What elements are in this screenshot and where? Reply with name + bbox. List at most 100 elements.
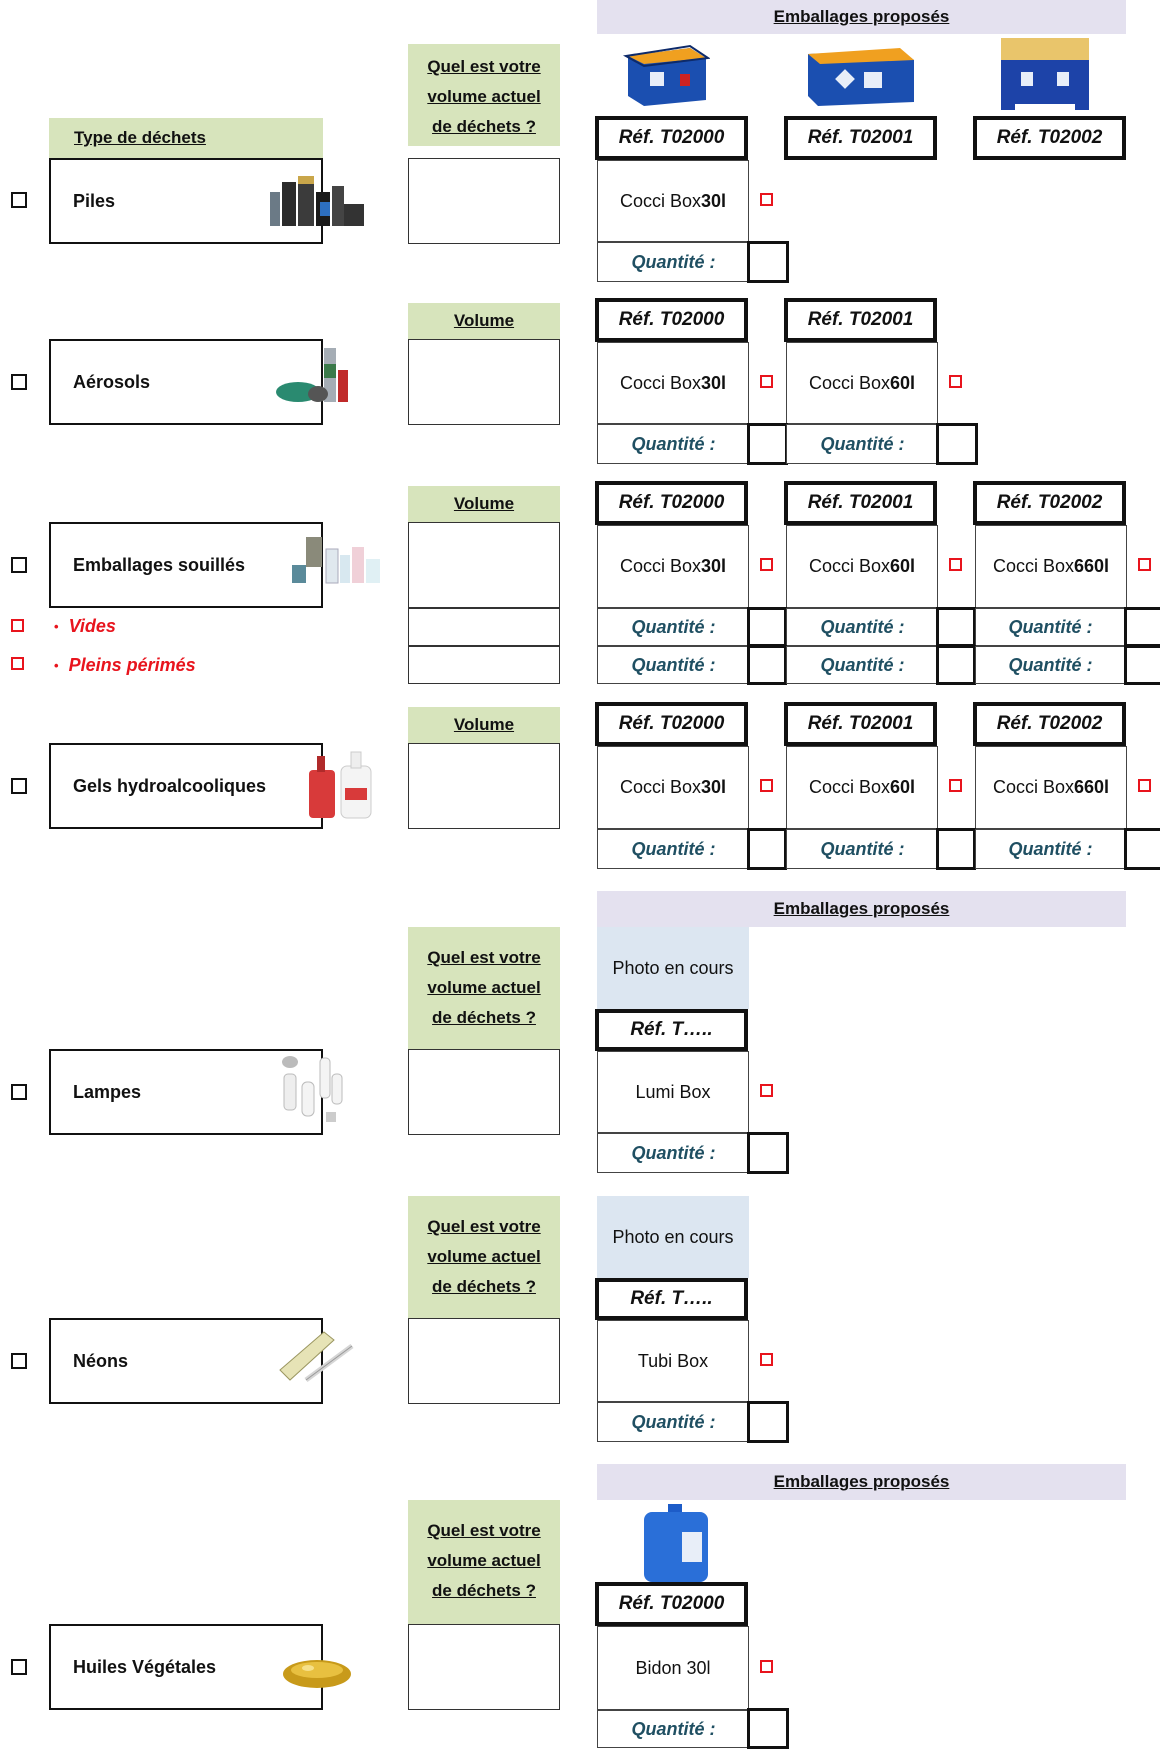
volume-question-header-neons: Quel est votre volume actuel de déchets … [408, 1196, 560, 1318]
gels-quantite-label-30: Quantité : [597, 829, 749, 869]
gels-quantite-label-60: Quantité : [786, 829, 938, 869]
piles-checkbox[interactable] [11, 192, 27, 208]
huiles-bidon-checkbox[interactable] [760, 1660, 773, 1673]
pleins-perimes-label: •Pleins périmés [54, 654, 196, 675]
huiles-quantite-input[interactable] [747, 1708, 789, 1749]
aerosols-cocci-30-checkbox[interactable] [760, 375, 773, 388]
pleins-quantite-label-60: Quantité : [786, 646, 938, 684]
pleins-quantite-input-60[interactable] [936, 645, 976, 685]
emballages-ref-t02001: Réf. T02001 [784, 481, 937, 525]
lampes-lumi-checkbox[interactable] [760, 1084, 773, 1097]
emballages-cocci-60-checkbox[interactable] [949, 558, 962, 571]
vides-quantite-input-660[interactable] [1124, 607, 1160, 647]
gels-quantite-input-660[interactable] [1124, 828, 1160, 870]
gels-quantite-input-60[interactable] [936, 828, 976, 870]
gels-checkbox[interactable] [11, 778, 27, 794]
emballages-checkbox[interactable] [11, 557, 27, 573]
neons-quantite-input[interactable] [747, 1401, 789, 1443]
aerosols-quantite-input-60[interactable] [936, 423, 978, 465]
gels-cocci-660-checkbox[interactable] [1138, 779, 1151, 792]
lampes-ref-tx: Réf. T….. [595, 1009, 748, 1051]
lampes-volume-input[interactable] [408, 1049, 560, 1135]
pleins-quantite-input-660[interactable] [1124, 645, 1160, 685]
aerosols-quantite-input-30[interactable] [747, 423, 788, 465]
neons-tubi-checkbox[interactable] [760, 1353, 773, 1366]
emballages-type-box: Emballages souillés [49, 522, 323, 608]
lampes-image [282, 1056, 343, 1122]
neons-type-box: Néons [49, 1318, 323, 1404]
vides-checkbox[interactable] [11, 619, 24, 632]
emballages-header: Emballages proposés [597, 0, 1126, 34]
type-dechets-header: Type de déchets [49, 118, 323, 158]
huiles-label: Huiles Végétales [73, 1656, 217, 1677]
cocci-box-60-image [808, 48, 914, 106]
neons-ref-tx: Réf. T….. [595, 1278, 748, 1320]
gels-product-cocci-660: Cocci Box 660l [975, 746, 1127, 829]
lampes-photo-placeholder: Photo en cours [597, 927, 749, 1009]
pleins-perimes-checkbox[interactable] [11, 657, 24, 670]
piles-label: Piles [73, 190, 116, 211]
piles-ref-t02000: Réf. T02000 [595, 116, 748, 160]
aerosols-product-cocci-60: Cocci Box 60l [786, 342, 938, 424]
vides-quantite-label-30: Quantité : [597, 608, 749, 646]
neons-label: Néons [73, 1350, 129, 1371]
gels-product-cocci-30: Cocci Box 30l [597, 746, 749, 829]
emballages-cocci-30-checkbox[interactable] [760, 558, 773, 571]
lampes-quantite-input[interactable] [747, 1132, 789, 1174]
aerosols-volume-input[interactable] [408, 339, 560, 425]
pleins-quantite-label-30: Quantité : [597, 646, 749, 684]
emballages-ref-t02002: Réf. T02002 [973, 481, 1126, 525]
aerosols-ref-t02000: Réf. T02000 [595, 298, 748, 342]
neons-quantite-label: Quantité : [597, 1402, 749, 1442]
gels-quantite-input-30[interactable] [747, 828, 787, 870]
gels-cocci-30-checkbox[interactable] [760, 779, 773, 792]
emballages-volume-input[interactable] [408, 522, 560, 608]
aerosols-product-cocci-30: Cocci Box 30l [597, 342, 749, 424]
piles-product-cocci-30: Cocci Box 30l [597, 160, 749, 242]
bidon-30l-image [644, 1504, 708, 1582]
volume-question-header: Quel est votre volume actuel de déchets … [408, 44, 560, 146]
emballages-product-cocci-660: Cocci Box 660l [975, 525, 1127, 608]
emballages-header-huiles: Emballages proposés [597, 1464, 1126, 1500]
piles-ref-t02002: Réf. T02002 [973, 116, 1126, 160]
huiles-type-box: Huiles Végétales [49, 1624, 323, 1710]
pleins-quantite-input-30[interactable] [747, 645, 787, 685]
neons-volume-input[interactable] [408, 1318, 560, 1404]
huiles-ref-t02000: Réf. T02000 [595, 1582, 748, 1626]
gels-type-box: Gels hydroalcooliques [49, 743, 323, 829]
vides-volume-input[interactable] [408, 608, 560, 646]
piles-type-box: Piles [49, 158, 323, 244]
lampes-label: Lampes [73, 1081, 142, 1102]
aerosols-quantite-label-30: Quantité : [597, 424, 749, 464]
vides-quantite-label-60: Quantité : [786, 608, 938, 646]
emballages-label: Emballages souillés [73, 554, 246, 575]
aerosols-cocci-60-checkbox[interactable] [949, 375, 962, 388]
neons-checkbox[interactable] [11, 1353, 27, 1369]
aerosols-ref-t02001: Réf. T02001 [784, 298, 937, 342]
volume-question-header-huiles: Quel est votre volume actuel de déchets … [408, 1500, 560, 1624]
piles-cocci-30-checkbox[interactable] [760, 193, 773, 206]
volume-header-aerosols: Volume [408, 303, 560, 339]
aerosols-image [276, 348, 348, 402]
vides-quantite-input-30[interactable] [747, 607, 787, 647]
gels-volume-input[interactable] [408, 743, 560, 829]
gels-cocci-60-checkbox[interactable] [949, 779, 962, 792]
piles-image [270, 176, 364, 226]
piles-quantite-input[interactable] [747, 241, 789, 283]
huiles-volume-input[interactable] [408, 1624, 560, 1710]
gels-quantite-label-660: Quantité : [975, 829, 1125, 869]
cocci-box-30-image [622, 44, 710, 106]
pleins-volume-input[interactable] [408, 646, 560, 684]
emballages-image [292, 537, 380, 584]
lampes-checkbox[interactable] [11, 1084, 27, 1100]
aerosols-checkbox[interactable] [11, 374, 27, 390]
gels-ref-t02001: Réf. T02001 [784, 702, 937, 746]
vides-label: •Vides [54, 615, 116, 636]
emballages-cocci-660-checkbox[interactable] [1138, 558, 1151, 571]
gels-ref-t02002: Réf. T02002 [973, 702, 1126, 746]
huiles-checkbox[interactable] [11, 1659, 27, 1675]
vides-quantite-input-60[interactable] [936, 607, 976, 647]
piles-ref-t02001: Réf. T02001 [784, 116, 937, 160]
lampes-quantite-label: Quantité : [597, 1133, 749, 1173]
piles-volume-input[interactable] [408, 158, 560, 244]
